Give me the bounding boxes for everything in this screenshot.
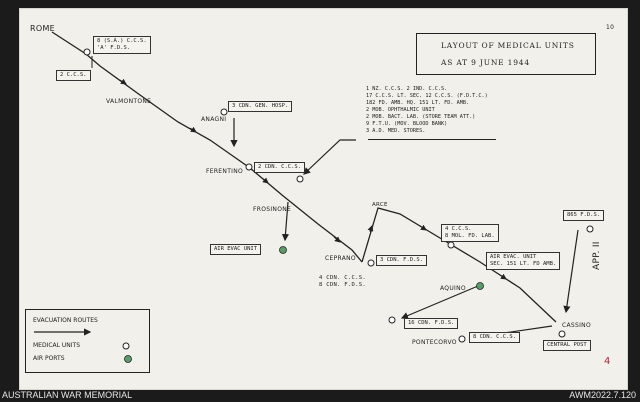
note-line: 3 A.D. MED. STORES.	[366, 128, 426, 134]
note-line: 17 C.C.S. LT. SEC. 12 C.C.S. (F.D.T.C.)	[366, 93, 488, 99]
route-airport	[281, 201, 290, 242]
map-title-box: LAYOUT OF MEDICAL UNITS AS AT 9 JUNE 194…	[416, 33, 596, 75]
medical-unit-marker	[83, 48, 91, 56]
place-aquino: AQUINO	[440, 285, 466, 292]
corner-note: 10	[606, 24, 615, 31]
unit-box-central-post: CENTRAL POST	[543, 340, 591, 351]
page-mark: 4	[604, 356, 611, 367]
evacuation-route-arce	[361, 207, 557, 323]
unit-line: 4 C.C.S.	[445, 226, 472, 232]
route-arrow	[499, 273, 507, 280]
medical-unit-marker	[220, 108, 228, 116]
route-aquino	[400, 285, 479, 319]
route-arrow	[419, 224, 427, 231]
note-line: 182 FD. AMB. HQ. 151 LT. FD. AMB.	[366, 100, 470, 106]
note-line: 2 MOB. OPHTHALMIC UNIT	[366, 107, 435, 113]
place-arce: ARCE	[372, 202, 388, 208]
medical-unit-marker	[388, 316, 396, 324]
unit-box-rome-fds: 8 (S.A.) C.C.S. 'A' F.D.S.	[93, 36, 151, 54]
medical-unit-marker	[367, 259, 375, 267]
unit-line: SEC. 151 LT. FD AMB.	[490, 261, 557, 267]
unit-box-rome-ccs: 2 C.C.S.	[56, 70, 91, 81]
footer-archive: AUSTRALIAN WAR MEMORIAL	[2, 390, 133, 400]
place-cassino: CASSINO	[562, 322, 591, 329]
map-sheet	[19, 8, 628, 390]
airport-marker	[279, 246, 287, 254]
legend-routes-label: EVACUATION ROUTES	[33, 317, 98, 324]
unit-box-air-evac-2: AIR EVAC. UNIT SEC. 151 LT. FD AMB.	[486, 252, 561, 270]
note-line: 1 NZ. C.C.S. 2 IND. C.C.S.	[366, 86, 448, 92]
route-865fds	[563, 229, 579, 314]
unit-line: 8 (S.A.) C.C.S.	[97, 38, 147, 44]
unit-box-16-fds: 16 CDN. F.D.S.	[404, 318, 459, 329]
medical-unit-marker	[296, 175, 304, 183]
unit-box-arce-ccs: 4 C.C.S. 8 MOL. FD. LAB.	[441, 224, 499, 242]
route-arrow	[119, 78, 127, 85]
unit-box-ferentino-ccs: 2 CDN. C.C.S.	[254, 162, 306, 173]
place-frosinone: FROSINONE	[253, 206, 292, 213]
legend-route-symbol	[34, 328, 132, 363]
medical-unit-marker	[558, 330, 566, 338]
medical-unit-marker	[245, 163, 253, 171]
map-date: AS AT 9 JUNE 1944	[441, 58, 530, 67]
place-rome: ROME	[30, 24, 56, 33]
place-valmontone: VALMONTONE	[106, 98, 152, 105]
notes-pointer	[303, 139, 356, 175]
notes-underline	[368, 139, 496, 140]
map-title: LAYOUT OF MEDICAL UNITS	[441, 41, 575, 50]
footer-catalogue-id: AWM2022.7.120	[569, 390, 636, 400]
medical-unit-marker	[447, 241, 455, 249]
route-arrow	[261, 177, 269, 184]
legend-airport-symbol	[124, 355, 132, 363]
unit-box-anagni-hosp: 3 CDN. GEN. HOSP.	[228, 101, 293, 112]
unit-box-air-evac-1: AIR EVAC UNIT	[210, 244, 262, 255]
route-arrow	[333, 236, 341, 243]
unit-box-ceprano-fds: 3 CDN. F.D.S.	[376, 255, 428, 266]
note-line: 2 MOB. BACT. LAB. (STORE TEAM ATT.)	[366, 114, 476, 120]
legend-airports-label: AIR PORTS	[33, 355, 65, 362]
unit-line: 'A' F.D.S.	[97, 45, 131, 51]
medical-unit-marker	[586, 225, 594, 233]
unit-box-8-ccs: 8 CDN. C.C.S.	[469, 332, 521, 343]
unit-line: AIR EVAC. UNIT	[490, 254, 537, 260]
legend-box: EVACUATION ROUTES MEDICAL UNITS AIR PORT…	[25, 309, 150, 373]
unit-notes: 1 NZ. C.C.S. 2 IND. C.C.S. 17 C.C.S. LT.…	[366, 86, 488, 135]
unit-box-865-fds: 865 F.D.S.	[563, 210, 605, 221]
note-line: 9 F.T.U. (MOV. BLOOD BANK)	[366, 121, 448, 127]
route-arrow	[189, 126, 197, 133]
medical-unit-marker	[458, 335, 466, 343]
legend-unit-symbol	[122, 342, 130, 350]
airport-marker	[476, 282, 484, 290]
route-arrow	[367, 225, 374, 233]
place-ceprano: CEPRANO	[325, 255, 356, 262]
legend-units-label: MEDICAL UNITS	[33, 342, 81, 349]
ceprano-units: 4 CDN. C.C.S. 8 CDN. F.D.S.	[319, 275, 366, 289]
unit-line: 8 MOL. FD. LAB.	[445, 233, 495, 239]
evacuation-route-main	[51, 31, 363, 263]
place-pontecorvo: PONTECORVO	[412, 339, 457, 346]
unit-line: 4 CDN. C.C.S.	[319, 275, 366, 281]
place-ferentino: FERENTINO	[206, 168, 244, 175]
unit-line: 8 CDN. F.D.S.	[319, 282, 366, 288]
appendix-label: APP. II	[592, 241, 602, 270]
place-anagni: ANAGNI	[201, 116, 227, 123]
